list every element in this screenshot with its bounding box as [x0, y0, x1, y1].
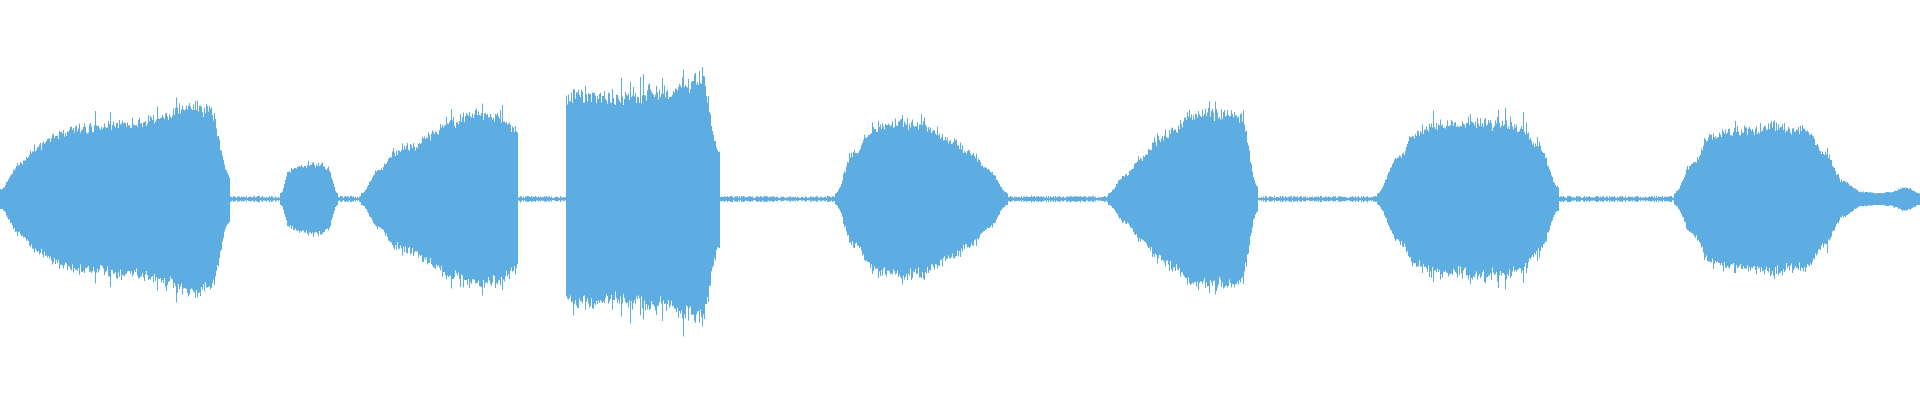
waveform-segment-8 [1674, 120, 1862, 279]
waveform-group [0, 66, 1920, 337]
waveform-silence-gap-6 [1258, 195, 1377, 203]
waveform-segment-6 [1108, 101, 1258, 295]
waveform-silence-gap-4 [720, 195, 835, 203]
waveform-segment-3 [361, 103, 518, 296]
waveform-segment-5 [835, 114, 1008, 285]
waveform-silence-gap-5 [1008, 195, 1108, 203]
waveform-segment-4 [566, 66, 720, 337]
waveform-segment-1 [0, 97, 230, 303]
waveform-segment-7 [1377, 108, 1559, 290]
waveform-segment-2 [280, 161, 338, 237]
waveform-silence-gap-2 [338, 195, 361, 203]
waveform-silence-gap-3 [518, 195, 566, 203]
waveform-tail [1862, 187, 1920, 212]
waveform-silence-gap-7 [1559, 195, 1674, 203]
waveform-silence-gap-1 [230, 195, 280, 203]
